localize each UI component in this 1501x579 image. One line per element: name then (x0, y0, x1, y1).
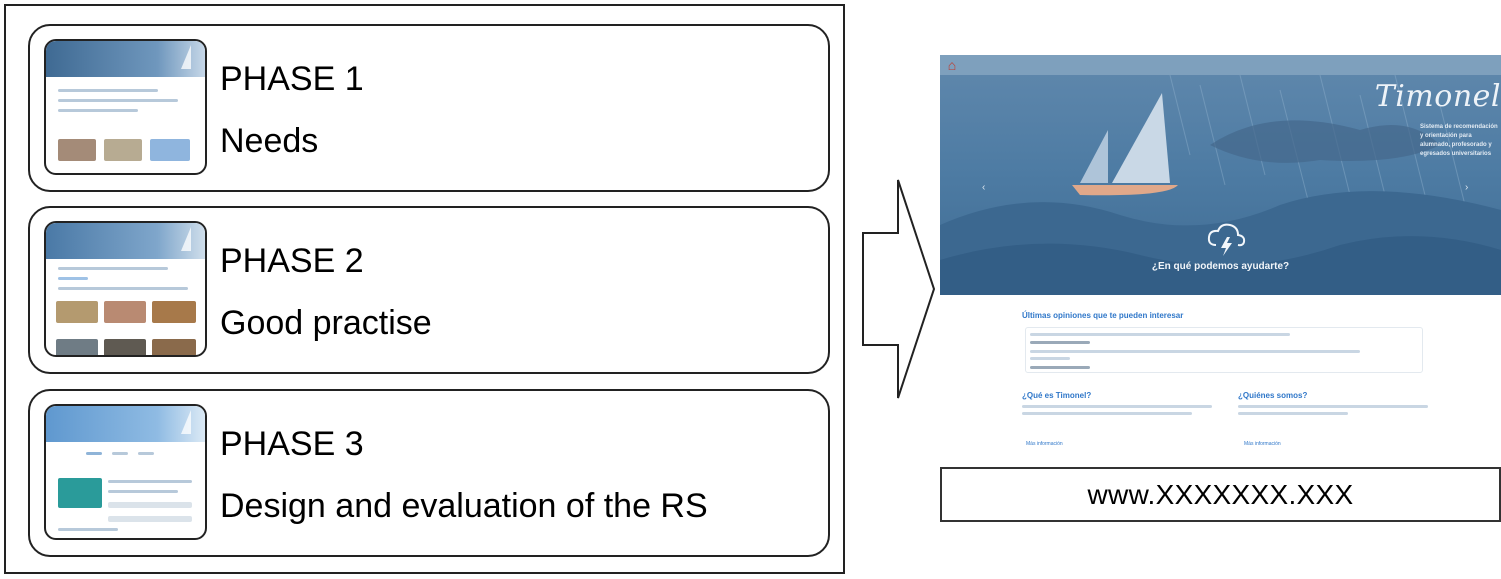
about-more-link[interactable]: Más información (1026, 441, 1063, 447)
about-text-line (1022, 405, 1212, 408)
phase-3-box: PHASE 3 Design and evaluation of the RS (28, 389, 830, 557)
opinions-card (1025, 327, 1423, 373)
thumbnail-tab (86, 452, 102, 455)
sailboat-icon (1072, 93, 1178, 196)
opinion-author (1030, 366, 1090, 369)
thumbnail-text-line (58, 99, 178, 102)
svg-text:‹: ‹ (982, 182, 985, 193)
phase-1-thumbnail (44, 39, 207, 175)
sailboat-icon (181, 227, 191, 251)
thumbnail-header (46, 223, 205, 259)
phase-2-thumbnail (44, 221, 207, 357)
opinion-text-line (1030, 350, 1360, 353)
thumbnail-image-tile (104, 139, 142, 161)
thumbnail-image-tile (152, 301, 196, 323)
thumbnail-image-tile (56, 339, 98, 355)
site-hero: ‹ › Timonel Sistema de recomendación y o… (940, 75, 1501, 295)
thumbnail-text-line (108, 490, 178, 493)
about-title: ¿Qué es Timonel? (1022, 391, 1092, 400)
thumbnail-tab (112, 452, 128, 455)
phase-3-title: PHASE 3 (220, 425, 364, 463)
thumbnail-image-tile (150, 139, 190, 161)
who-text-line (1238, 412, 1348, 415)
thumbnail-header (46, 41, 205, 77)
opinions-title: Últimas opiniones que te pueden interesa… (1022, 311, 1184, 320)
thumbnail-text-line (58, 267, 168, 270)
hero-question: ¿En qué podemos ayudarte? (1151, 261, 1290, 272)
thumbnail-text-line (58, 528, 118, 531)
phase-3-thumbnail (44, 404, 207, 540)
opinion-text-line (1030, 333, 1290, 336)
who-title: ¿Quiénes somos? (1238, 391, 1308, 400)
phase-2-description: Good practise (220, 304, 432, 342)
thumbnail-text-line (58, 287, 188, 290)
who-text-line (1238, 405, 1428, 408)
thumbnail-image-tile (58, 139, 96, 161)
svg-text:›: › (1465, 182, 1468, 193)
sailboat-icon (181, 45, 191, 69)
website-url: www.XXXXXXX.XXX (940, 467, 1501, 522)
thumbnail-input (108, 516, 192, 522)
thumbnail-image-tile (152, 339, 196, 355)
home-icon: ⌂ (947, 57, 957, 73)
thumbnail-header (46, 406, 205, 442)
thumbnail-text-line (58, 109, 138, 112)
site-topbar: ⌂ (940, 55, 1501, 75)
right-arrow-icon (862, 179, 936, 399)
sailboat-icon (181, 410, 191, 434)
thumbnail-image-tile (104, 301, 146, 323)
cloud-lightning-icon (1207, 223, 1246, 256)
about-text-line (1022, 412, 1192, 415)
thumbnail-tab (138, 452, 154, 455)
thumbnail-text-line (58, 277, 88, 280)
who-more-link[interactable]: Más información (1244, 441, 1281, 447)
phase-3-description: Design and evaluation of the RS (220, 487, 708, 525)
thumbnail-input (108, 502, 192, 508)
phase-1-description: Needs (220, 122, 319, 160)
phase-2-box: PHASE 2 Good practise (28, 206, 830, 374)
thumbnail-image-tile (58, 478, 102, 508)
thumbnail-text-line (108, 480, 192, 483)
phase-1-box: PHASE 1 Needs (28, 24, 830, 192)
site-brand-logo: Timonel (1374, 79, 1501, 114)
thumbnail-image-tile (104, 339, 146, 355)
site-brand-subtitle: Sistema de recomendación y orientación p… (1420, 124, 1498, 157)
website-preview: ⌂ ‹ › (940, 55, 1501, 455)
phase-2-title: PHASE 2 (220, 242, 364, 280)
hero-illustration: ‹ › (940, 75, 1501, 295)
phases-frame: PHASE 1 Needs PHASE 2 Good practise (4, 4, 845, 574)
thumbnail-image-tile (56, 301, 98, 323)
opinion-text-line (1030, 357, 1070, 360)
thumbnail-text-line (58, 89, 158, 92)
phase-1-title: PHASE 1 (220, 60, 364, 98)
opinion-author (1030, 341, 1090, 344)
